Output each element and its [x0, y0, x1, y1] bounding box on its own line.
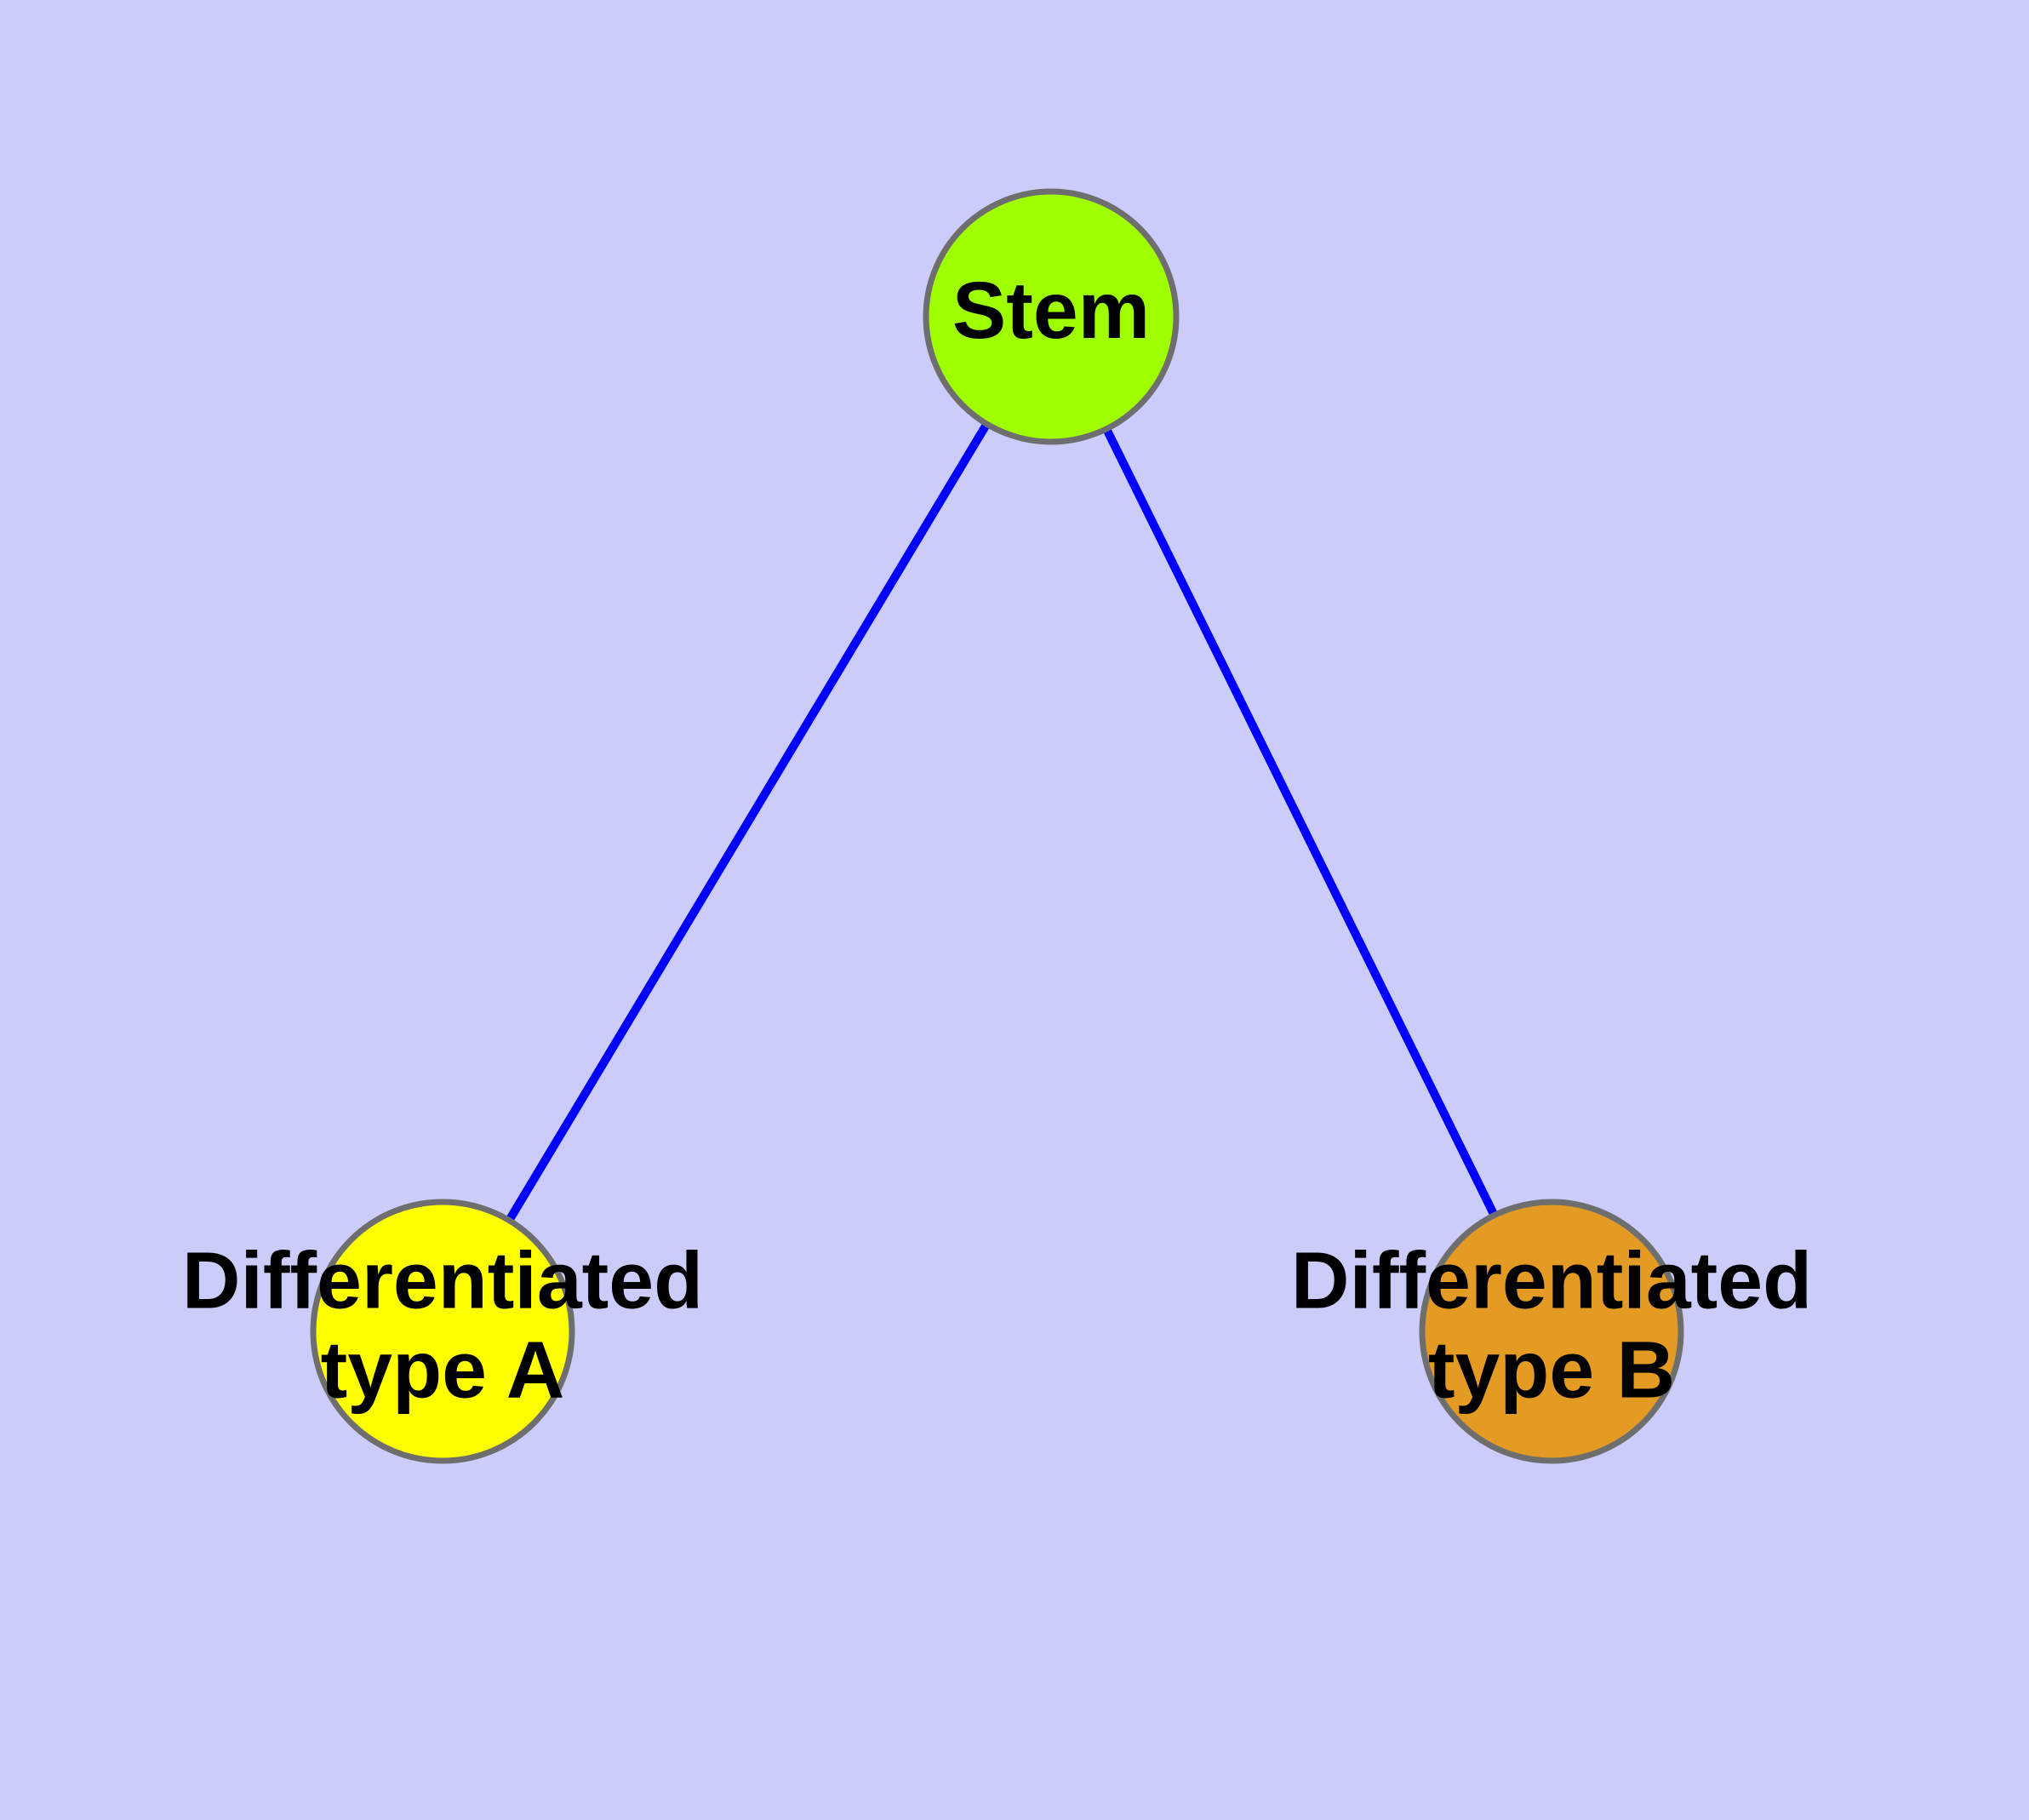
edge-stem-to-differentiated-type-a[interactable] — [438, 314, 1055, 1334]
nodes-layer — [310, 188, 1684, 1464]
edge-stem-to-differentiated-type-b[interactable] — [1047, 314, 1556, 1334]
node-label-line: Differentiated — [1291, 1236, 1812, 1326]
node-label-line: type B — [1428, 1325, 1675, 1416]
node-stem[interactable] — [923, 188, 1180, 445]
node-differentiated-type-b[interactable] — [1419, 1199, 1684, 1464]
node-differentiated-type-a[interactable] — [310, 1199, 575, 1464]
node-label-line: Stem — [952, 266, 1150, 356]
node-label-stem: Stem — [952, 266, 1150, 356]
node-label-line: Differentiated — [182, 1236, 703, 1326]
edges-layer — [438, 314, 1556, 1334]
node-label-line: type A — [321, 1325, 565, 1416]
